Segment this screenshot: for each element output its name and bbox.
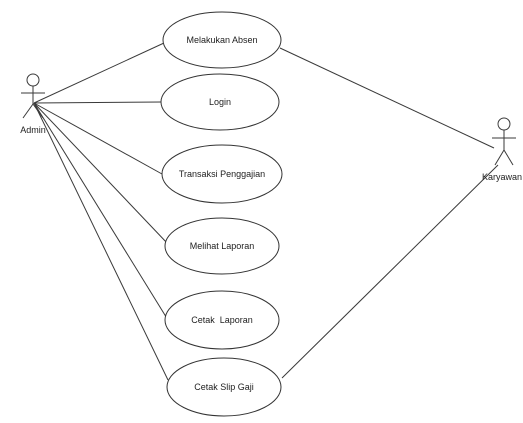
association-admin-cetak-laporan [33,102,169,321]
actor-karyawan: Karyawan [482,117,522,182]
association-karyawan-melakukan-absen [279,47,495,149]
use-case-ellipse [164,217,280,275]
actor-leg-right [32,103,44,119]
association-admin-transaksi-penggajian [33,102,163,175]
use-case-label: Cetak Laporan [191,315,253,325]
actor-karyawan-label: Karyawan [482,172,522,182]
actor-leg-right [503,149,514,166]
use-case-label: Melihat Laporan [190,241,255,251]
association-lines [33,42,499,381]
use-case-label: Melakukan Absen [186,35,257,45]
use-case-ellipse [161,144,283,204]
use-case-label: Cetak Slip Gaji [194,382,254,392]
actor-admin-label: Admin [20,125,46,135]
actor-head [497,117,511,131]
use-case-login: Login [160,73,280,131]
use-case-cetak-slip-gaji: Cetak Slip Gaji [166,357,282,417]
use-case-label: Login [209,97,231,107]
association-admin-cetak-slip-gaji [33,102,169,381]
association-karyawan-cetak-slip-gaji [281,164,499,379]
association-admin-melihat-laporan [33,102,169,245]
use-case-ellipse [162,11,282,69]
use-case-ellipse [166,357,282,417]
use-case-ellipse [164,290,280,350]
actor-leg-left [494,149,505,166]
association-admin-melakukan-absen [33,42,165,104]
actor-admin: Admin [20,73,46,135]
use-case-transaksi-penggajian: Transaksi Penggajian [161,144,283,204]
association-admin-login [33,101,163,104]
use-case-cetak-laporan: Cetak Laporan [164,290,280,350]
use-case-melakukan-absen: Melakukan Absen [162,11,282,69]
use-case-label: Transaksi Penggajian [179,169,265,179]
use-case-ellipse [160,73,280,131]
actor-head [26,73,40,87]
actor-leg-left [22,103,34,119]
use-case-melihat-laporan: Melihat Laporan [164,217,280,275]
